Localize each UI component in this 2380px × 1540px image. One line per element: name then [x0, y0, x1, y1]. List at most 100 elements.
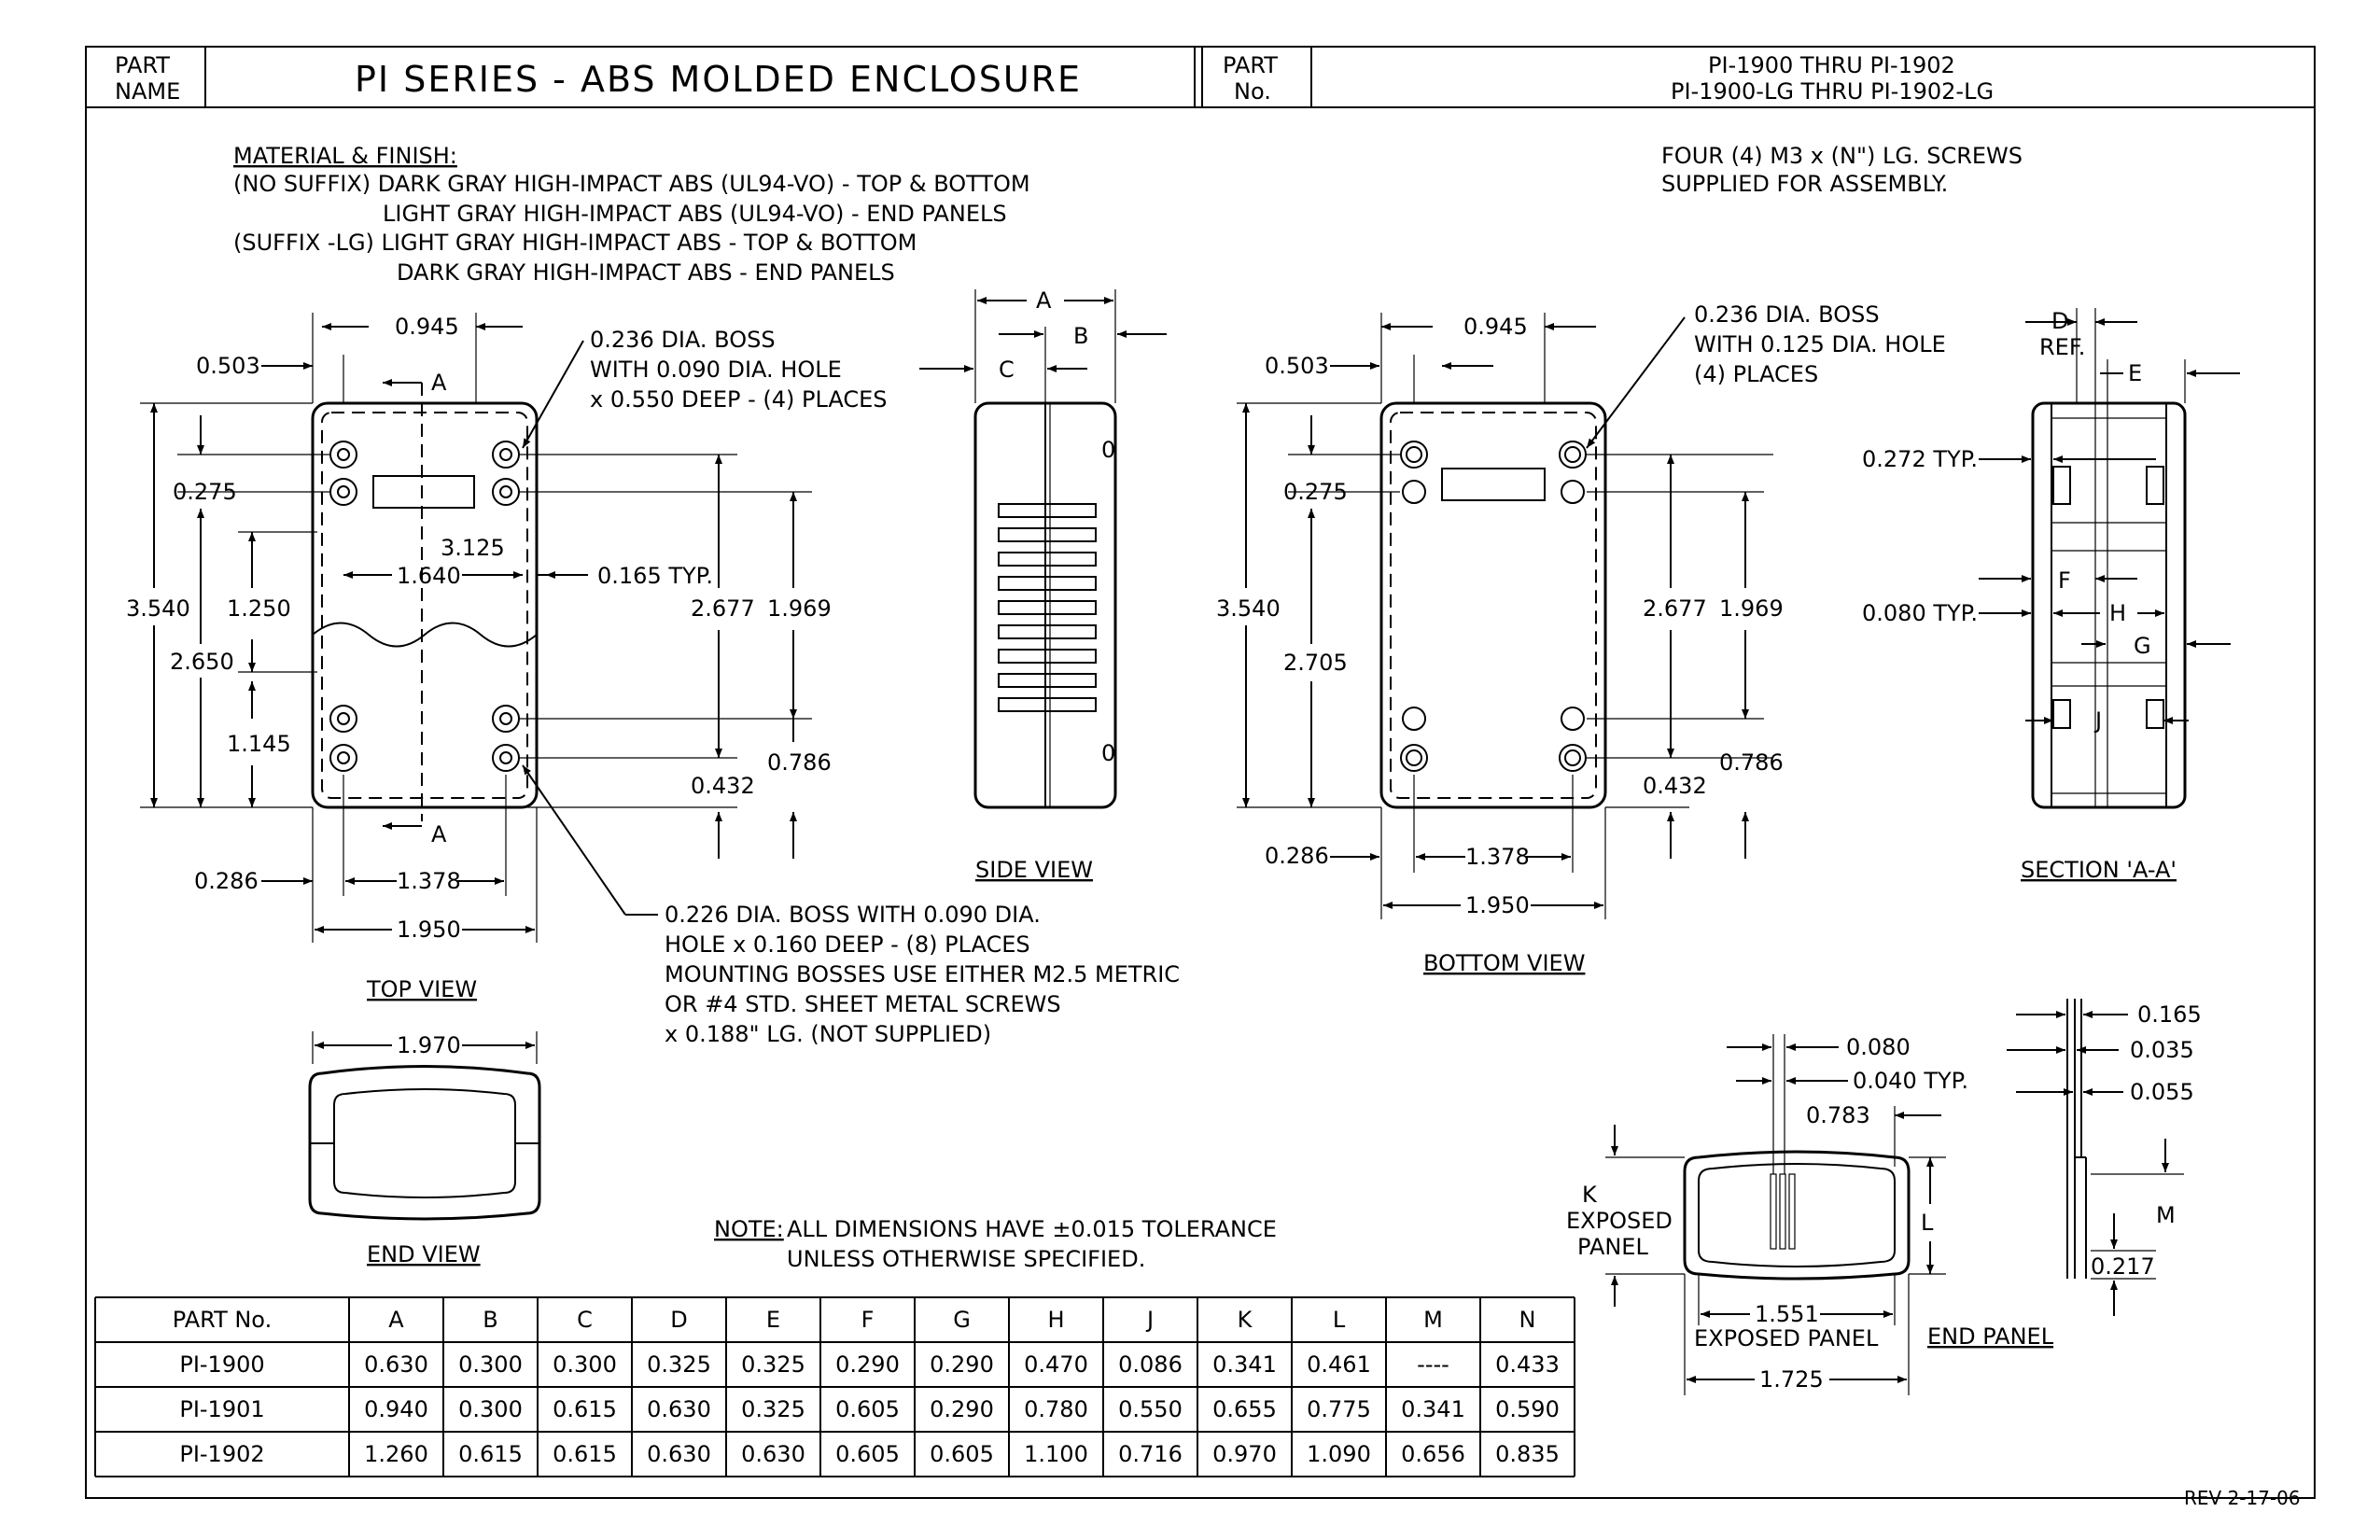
screws-note-line-1: FOUR (4) M3 x (N") LG. SCREWS	[1661, 143, 2023, 169]
section-outline	[2031, 401, 2187, 809]
table-cell: PI-1900	[179, 1351, 264, 1378]
table-cell: 0.835	[1495, 1441, 1560, 1467]
mount-note-line-1: 0.226 DIA. BOSS WITH 0.090 DIA.	[665, 902, 1041, 928]
revision-label: REV 2-17-06	[2184, 1487, 2301, 1509]
side-view-caption: SIDE VIEW	[975, 857, 1093, 883]
dim-0165-top: 0.165 TYP.	[597, 563, 713, 589]
table-cell: 0.605	[835, 1396, 900, 1422]
table-cell: 0.615	[458, 1441, 523, 1467]
material-line-4: DARK GRAY HIGH-IMPACT ABS - END PANELS	[397, 259, 895, 286]
dim-1969-bottom: 1.969	[1719, 595, 1784, 622]
table-cell: 0.655	[1212, 1396, 1277, 1422]
dim-3125-top: 3.125	[441, 535, 505, 561]
end-view-caption: END VIEW	[367, 1241, 481, 1267]
table-cell: 0.656	[1401, 1441, 1465, 1467]
boss-icon	[1400, 441, 1587, 772]
table-header-cell: B	[483, 1307, 497, 1333]
section-dim-f: F	[2058, 567, 2071, 594]
table-cell: 0.470	[1024, 1351, 1088, 1378]
end-dim-1970: 1.970	[397, 1032, 461, 1058]
dim-1950-bottom: 1.950	[1465, 892, 1530, 918]
panel-exposed-label: EXPOSED PANEL	[1694, 1325, 1879, 1351]
table-cell: 0.716	[1118, 1441, 1183, 1467]
panel-dim-0040: 0.040 TYP.	[1853, 1068, 1968, 1094]
dim-0503-top: 0.503	[196, 353, 260, 379]
end-view: 1.970 END VIEW	[308, 1031, 541, 1267]
table-cell: 1.260	[364, 1441, 428, 1467]
table-cell: 0.970	[1212, 1441, 1277, 1467]
table-cell: 0.940	[364, 1396, 428, 1422]
dim-0275-top: 0.275	[173, 479, 237, 505]
dim-0432-bottom: 0.432	[1643, 773, 1707, 799]
table-header-cell: L	[1333, 1307, 1346, 1333]
panel-dim-l: L	[1921, 1210, 1934, 1236]
table-cell: 0.615	[553, 1396, 617, 1422]
material-notes: MATERIAL & FINISH: (NO SUFFIX) DARK GRAY…	[233, 143, 1030, 286]
section-dim-0272: 0.272 TYP.	[1862, 446, 1978, 472]
side-view: 0 0 A B C SIDE VIEW	[919, 287, 1167, 883]
panel-dim-k-panel: PANEL	[1577, 1234, 1648, 1260]
dim-0286-bottom: 0.286	[1265, 843, 1329, 869]
table-header-cell: K	[1238, 1307, 1253, 1333]
break-line	[312, 622, 538, 648]
part-name: PI SERIES - ABS MOLDED ENCLOSURE	[355, 59, 1082, 100]
panel-dim-m: M	[2156, 1202, 2176, 1228]
mount-note-line-4: OR #4 STD. SHEET METAL SCREWS	[665, 991, 1061, 1017]
end-view-outline	[308, 1065, 541, 1221]
dim-0786-top: 0.786	[767, 749, 832, 776]
top-view-caption: TOP VIEW	[366, 976, 477, 1002]
material-heading: MATERIAL & FINISH:	[233, 143, 457, 169]
mount-note-line-3: MOUNTING BOSSES USE EITHER M2.5 METRIC	[665, 961, 1180, 987]
table-cell: 0.290	[930, 1351, 994, 1378]
dim-3540-top: 3.540	[126, 595, 190, 622]
dim-2705-bottom: 2.705	[1283, 650, 1348, 676]
table-header-cell: A	[388, 1307, 404, 1333]
table-cell: 0.605	[930, 1441, 994, 1467]
mount-note-line-2: HOLE x 0.160 DEEP - (8) PLACES	[665, 931, 1030, 958]
table-cell: 0.300	[553, 1351, 617, 1378]
bottom-boss-callout-1: 0.236 DIA. BOSS	[1694, 301, 1880, 328]
top-boss-callout-3: x 0.550 DEEP - (4) PLACES	[590, 386, 888, 413]
dim-3540-bottom: 3.540	[1216, 595, 1281, 622]
end-panel-caption: END PANEL	[1927, 1323, 2054, 1350]
part-name-label-2: NAME	[115, 78, 180, 105]
top-view: A A 0.945 0.503 0.236 DIA. BOSS WITH 0.0…	[121, 313, 888, 1002]
table-cell: ----	[1417, 1351, 1449, 1378]
side-dim-b: B	[1073, 323, 1088, 349]
title-block: PART NAME PI SERIES - ABS MOLDED ENCLOSU…	[85, 46, 2316, 1499]
panel-dim-0217: 0.217	[2091, 1253, 2155, 1280]
table-header-cell: F	[861, 1307, 875, 1333]
table-header-cell: N	[1519, 1307, 1536, 1333]
dim-1250-top: 1.250	[227, 595, 291, 622]
table-cell: 0.341	[1212, 1351, 1277, 1378]
part-no-label-1: PART	[1223, 52, 1278, 78]
dim-0286-top: 0.286	[194, 868, 259, 894]
table-cell: 0.605	[835, 1441, 900, 1467]
section-view: D REF. E 0.272 TYP. F 0.080 TYP. H G J S…	[1862, 308, 2240, 883]
part-name-label-1: PART	[115, 52, 170, 78]
dim-0945-top: 0.945	[395, 314, 459, 340]
table-cell: 0.325	[741, 1351, 805, 1378]
table-header-cell: C	[577, 1307, 593, 1333]
material-line-3: (SUFFIX -LG) LIGHT GRAY HIGH-IMPACT ABS …	[233, 230, 917, 256]
part-no-line-1: PI-1900 THRU PI-1902	[1708, 52, 1955, 78]
table-cell: PI-1901	[179, 1396, 264, 1422]
table-cell: 0.461	[1307, 1351, 1371, 1378]
end-panel: 0.080 0.040 TYP. 0.783 K EXPOSED PANEL L…	[1566, 999, 2202, 1395]
table-header-cell: M	[1423, 1307, 1443, 1333]
section-mark-a-bottom: A	[431, 821, 447, 847]
section-dim-g: G	[2134, 633, 2151, 659]
table-cell: 1.090	[1307, 1441, 1371, 1467]
table-cell: 0.615	[553, 1441, 617, 1467]
table-cell: 0.780	[1024, 1396, 1088, 1422]
table-cell: 0.550	[1118, 1396, 1183, 1422]
dim-0945-bottom: 0.945	[1463, 314, 1528, 340]
side-dim-c: C	[999, 357, 1015, 383]
part-no-line-2: PI-1900-LG THRU PI-1902-LG	[1671, 78, 1994, 105]
dim-1378-top: 1.378	[397, 868, 461, 894]
screws-note-line-2: SUPPLIED FOR ASSEMBLY.	[1661, 171, 1948, 197]
table-cell: 0.630	[364, 1351, 428, 1378]
vent-slots	[998, 503, 1097, 712]
table-cell: 0.325	[647, 1351, 711, 1378]
screws-note: FOUR (4) M3 x (N") LG. SCREWS SUPPLIED F…	[1661, 143, 2023, 197]
